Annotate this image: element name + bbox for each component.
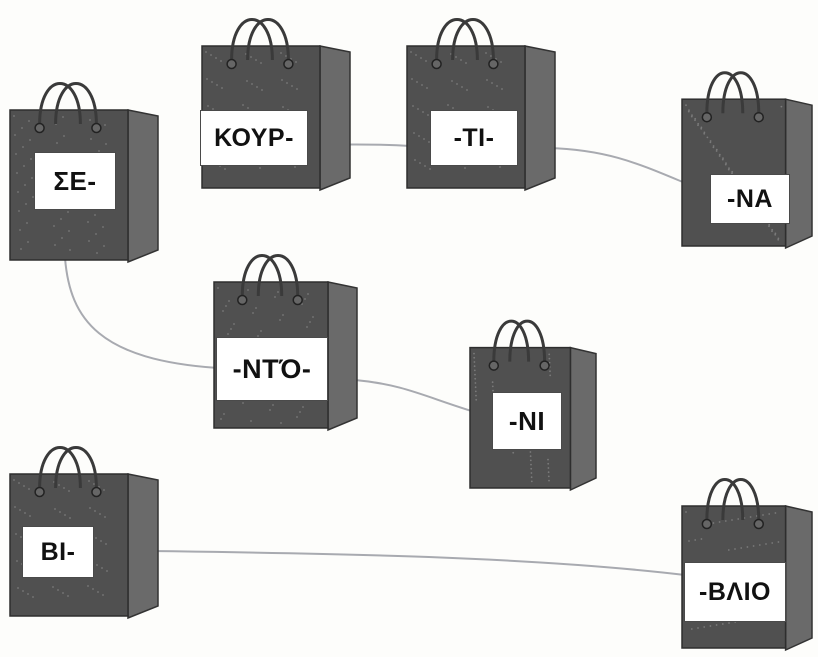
syllable-label-na: -ΝΑ (710, 174, 790, 224)
syllable-label-ni: -ΝΙ (492, 392, 562, 450)
bag-kour[interactable]: ΚΟΥΡ- (200, 10, 351, 192)
bag-ni[interactable]: -ΝΙ (468, 312, 597, 492)
bag-nto[interactable]: -ΝΤΌ- (212, 245, 358, 432)
bag-se[interactable]: ΣΕ- (8, 72, 159, 264)
bag-vlio[interactable]: -ΒΛΙΟ (680, 470, 813, 652)
bag-na[interactable]: -ΝΑ (680, 62, 813, 250)
syllable-label-ti: -ΤΙ- (430, 110, 518, 166)
syllable-label-nto: -ΝΤΌ- (216, 337, 328, 401)
link-vi-vlio (91, 549, 686, 576)
syllable-label-vi: ΒΙ- (22, 526, 94, 578)
syllable-label-se: ΣΕ- (34, 152, 116, 210)
shopping-bag-icon (681, 478, 813, 652)
bag-ti[interactable]: -ΤΙ- (405, 10, 556, 192)
bag-vi[interactable]: ΒΙ- (8, 438, 159, 620)
syllable-label-kour: ΚΟΥΡ- (200, 110, 308, 166)
link-se-nto (64, 257, 219, 369)
syllable-label-vlio: -ΒΛΙΟ (684, 562, 786, 622)
